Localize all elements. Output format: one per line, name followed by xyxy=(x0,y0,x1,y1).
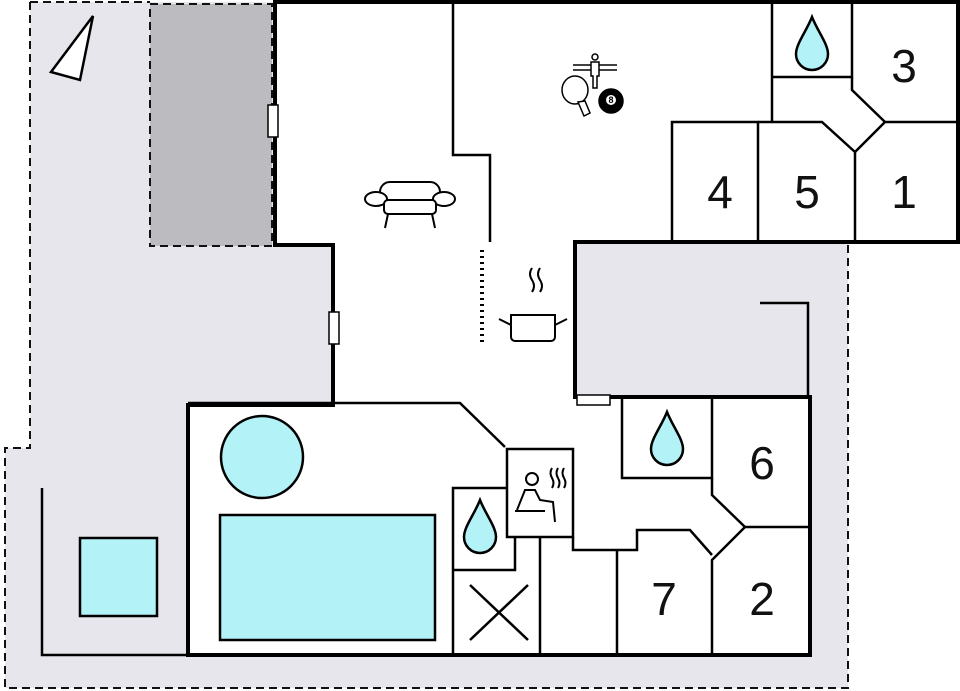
room-2-label: 2 xyxy=(749,573,775,625)
window xyxy=(576,394,611,406)
sauna-icon xyxy=(515,467,567,523)
window xyxy=(267,104,279,138)
carport xyxy=(149,3,273,247)
compass-icon xyxy=(48,15,95,82)
kitchen-icon xyxy=(498,267,568,342)
room-3-label: 3 xyxy=(891,40,917,92)
terrace-boundary xyxy=(4,1,849,689)
room-5-label: 5 xyxy=(794,166,820,218)
room-7-label: 7 xyxy=(651,573,677,625)
room-4-label: 4 xyxy=(707,166,733,218)
hot-tub xyxy=(219,414,305,500)
room-6-label: 6 xyxy=(749,437,775,489)
building-outline xyxy=(186,0,960,657)
sofa-icon xyxy=(364,181,456,229)
terrace-pool xyxy=(78,536,159,618)
games-icon xyxy=(561,53,624,118)
billiard-ball-label: 8 xyxy=(608,95,613,105)
terrace-wall xyxy=(40,488,188,657)
room-1-label: 1 xyxy=(891,166,917,218)
terrace-wall xyxy=(760,301,810,395)
interior-walls xyxy=(188,2,958,655)
indoor-pool xyxy=(218,513,437,642)
window xyxy=(328,311,340,345)
bathroom-icon xyxy=(462,13,830,555)
